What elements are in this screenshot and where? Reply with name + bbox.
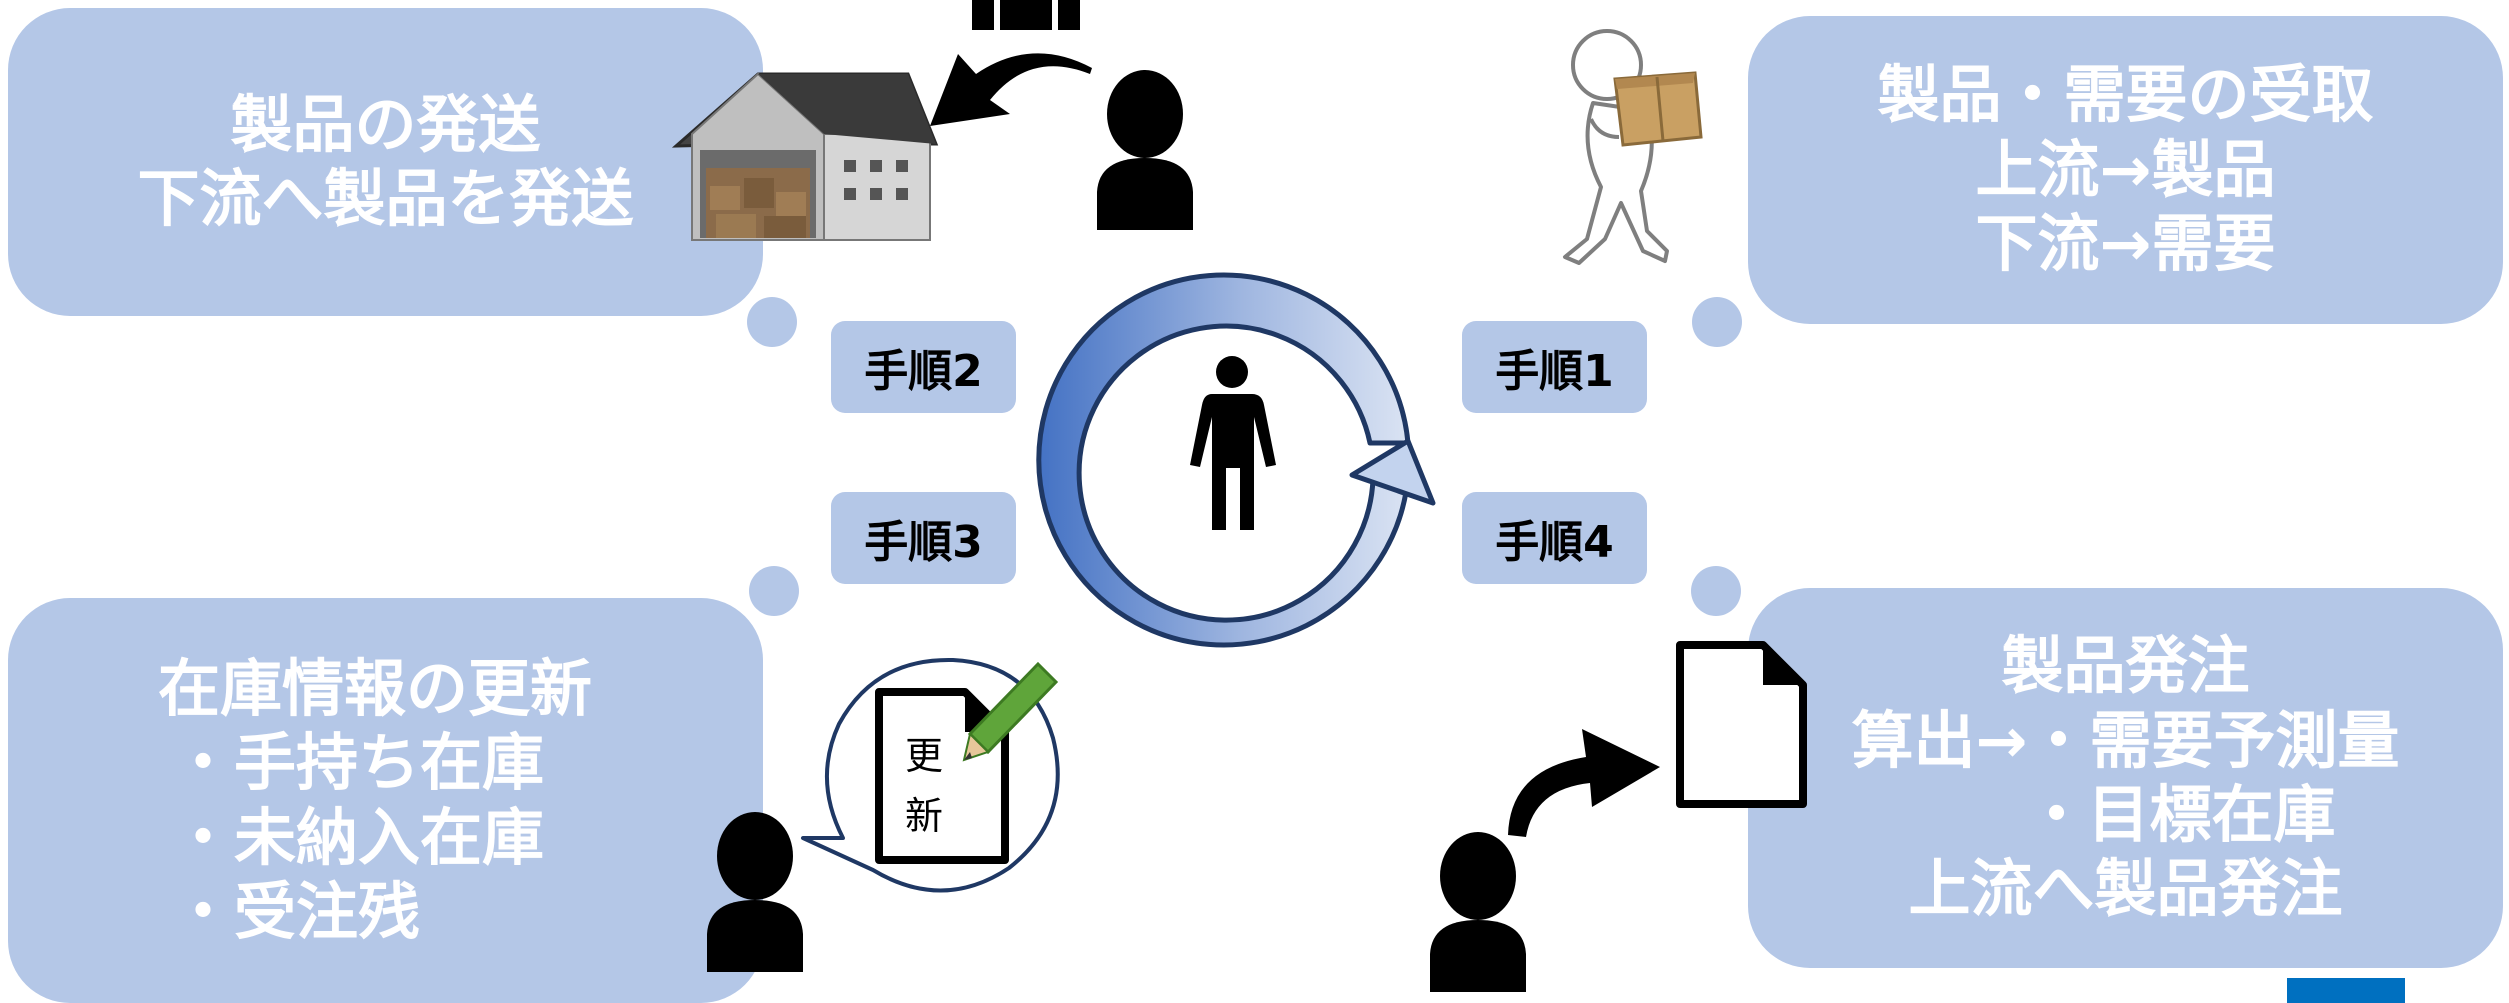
panel-ordering-line-2: 算出→・需要予測量 (1851, 703, 2400, 777)
step-3-label: 手順3 (831, 492, 1016, 584)
panel-receiving: 製品・需要の受取 上流→製品 下流→需要 (1748, 16, 2503, 324)
warehouse-icon (671, 72, 939, 241)
bubble-dot-receiving (1692, 297, 1742, 347)
panel-receiving-line-3: 下流→需要 (1975, 207, 2276, 281)
step-4-label: 手順4 (1462, 492, 1647, 584)
panel-inventory-line-4: ・受注残 (172, 874, 421, 948)
step-1-label: 手順1 (1462, 321, 1647, 413)
panel-inventory-line-3: ・未納入在庫 (172, 800, 545, 874)
panel-shipping: 製品の発送 下流へ製品を発送 (8, 8, 763, 316)
panel-inventory-line-1: 在庫情報の更新 (158, 651, 593, 725)
bubble-dot-ordering (1691, 566, 1741, 616)
panel-ordering-line-3: ・目標在庫 (2025, 778, 2336, 851)
box-icon (972, 0, 1080, 30)
document-icon (1676, 641, 1807, 808)
panel-ordering-line-1: 製品発注 (2001, 629, 2250, 703)
panel-receiving-line-1: 製品・需要の受取 (1877, 58, 2374, 132)
bubble-dot-inventory (749, 566, 799, 616)
panel-receiving-line-2: 上流→製品 (1975, 132, 2276, 206)
curved-arrow-icon (930, 53, 1092, 126)
person-silhouette-icon-bottom-right (1430, 832, 1526, 992)
corner-mark (2287, 978, 2405, 1003)
memo-text-line-2: 新 (905, 794, 944, 838)
pencil-icon (962, 661, 1059, 762)
delivery-person-icon (1563, 29, 1703, 265)
cycle-ring-icon (1036, 272, 1436, 648)
panel-ordering-line-4: 上流へ製品発注 (1908, 852, 2343, 926)
panel-ordering: 製品発注 算出→・需要予測量 ・目標在庫 上流へ製品発注 (1748, 588, 2503, 968)
person-silhouette-icon (1097, 70, 1193, 230)
step-2-label: 手順2 (831, 321, 1016, 413)
bubble-dot-shipping (747, 297, 797, 347)
curved-arrow-up-icon (1508, 729, 1660, 837)
panel-inventory-update: 在庫情報の更新 ・手持ち在庫 ・未納入在庫 ・受注残 (8, 598, 763, 1003)
panel-inventory-line-2: ・手持ち在庫 (172, 726, 545, 800)
panel-shipping-line-1: 製品の発送 (230, 87, 541, 161)
panel-shipping-line-2: 下流へ製品を発送 (137, 162, 634, 235)
person-icon (1190, 356, 1276, 530)
memo-text-line-1: 更 (905, 734, 944, 778)
person-silhouette-icon-bottom-left (707, 812, 803, 972)
